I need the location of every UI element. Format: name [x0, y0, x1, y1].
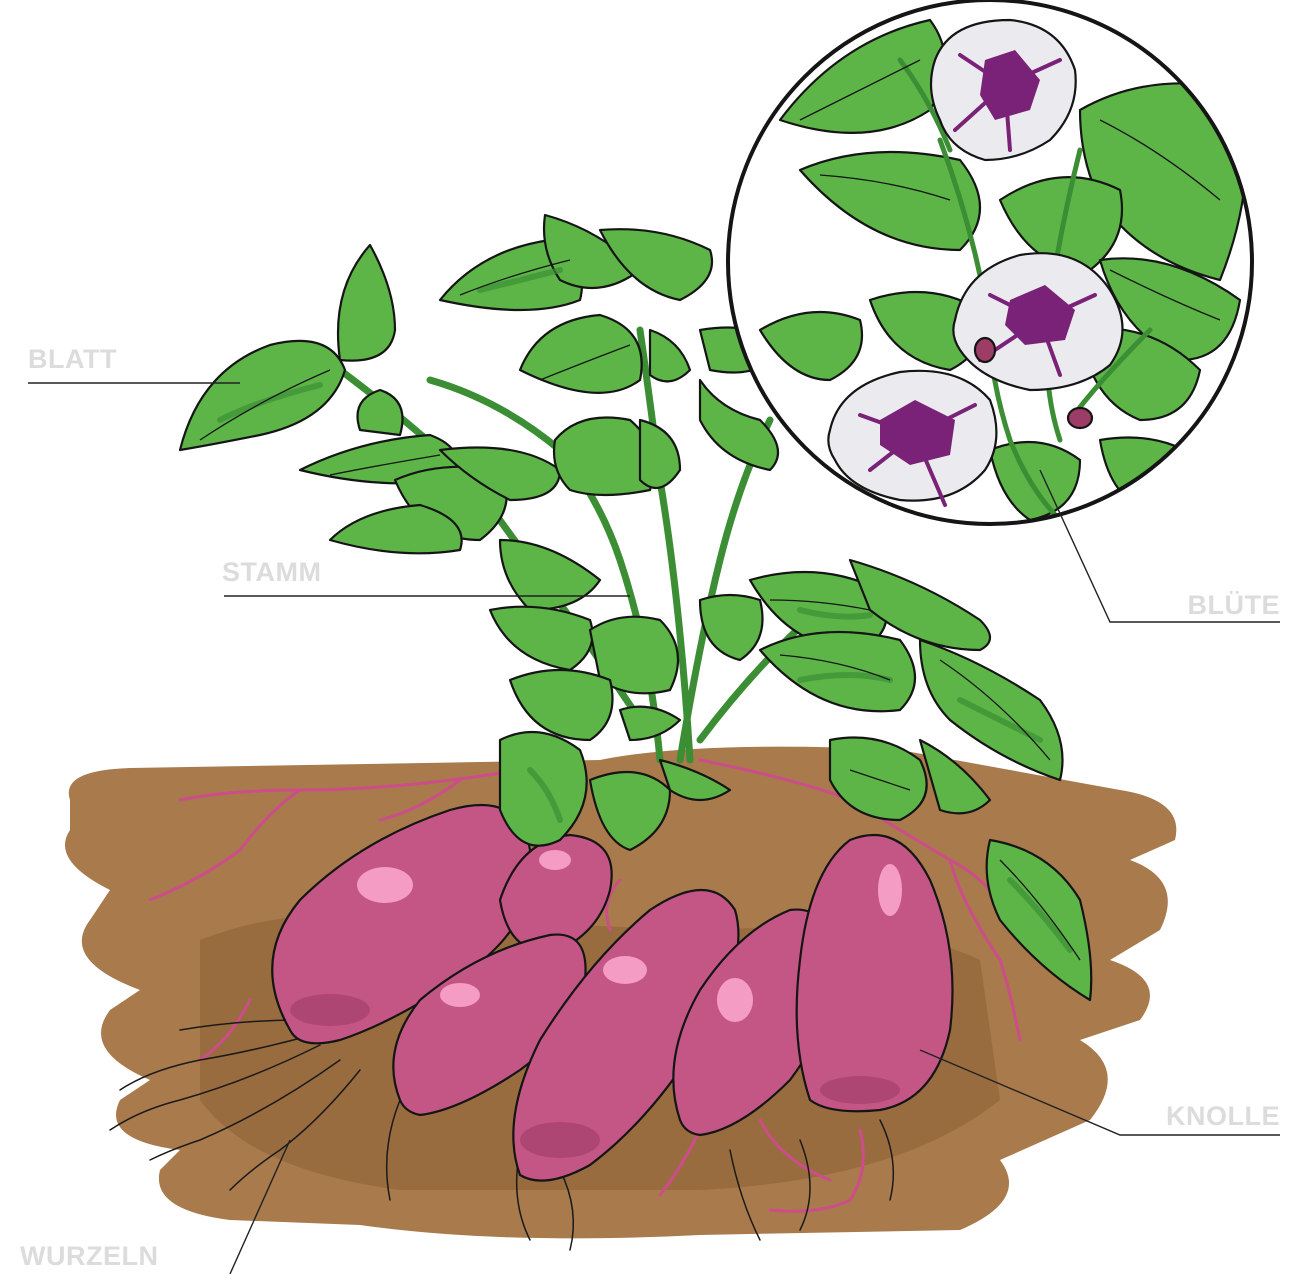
label-blatt: BLATT — [28, 344, 117, 374]
label-wurzeln: WURZELN — [20, 1241, 158, 1271]
label-stamm: STAMM — [222, 557, 321, 587]
label-bluete: BLÜTE — [1188, 590, 1281, 620]
label-knolle: KNOLLE — [1166, 1101, 1280, 1131]
flower-magnification — [728, 0, 1252, 524]
